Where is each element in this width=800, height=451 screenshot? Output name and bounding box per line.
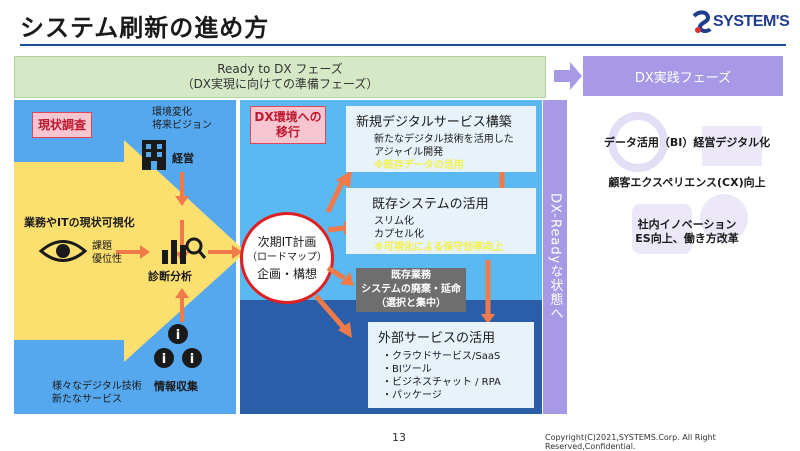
legacy-system-box: 既存業務 システムの廃棄・延命 （選択と集中） — [356, 268, 466, 312]
company-logo-icon — [692, 10, 712, 34]
it-plan-circle: 次期IT計画 （ロードマップ） 企画・構想 — [240, 212, 334, 304]
arrow-to-external — [314, 294, 346, 330]
existing-system-box: 既存システムの活用 スリム化 カプセル化 ※可視化による保守効率向上 — [346, 188, 536, 254]
svg-text:i: i — [162, 352, 166, 367]
arrow-to-legacy — [326, 265, 346, 281]
external-item: ・クラウドサービス/SaaS — [382, 351, 501, 362]
dx-migration-tag: DX環境への 移行 — [250, 106, 326, 144]
right-outcome-item: 顧客エクスペリエンス(CX)向上 — [608, 176, 766, 189]
current-survey-tag: 現状調査 — [32, 112, 92, 138]
analysis-chart-icon — [162, 237, 206, 264]
external-item: ・ビジネスチャット / RPA — [382, 377, 501, 388]
right-outcome-item: データ活用（BI）経営デジタル化 — [603, 136, 771, 149]
management-label: 経営 — [172, 152, 194, 165]
left-diagram-graphics — [14, 140, 246, 362]
new-service-title: 新規デジタルサービス構築 — [356, 115, 512, 130]
svg-text:i: i — [176, 328, 180, 343]
external-service-box: 外部サービスの活用 ・クラウドサービス/SaaS ・BIツール ・ビジネスチャッ… — [368, 322, 534, 408]
page-number: 13 — [392, 431, 406, 444]
copyright-text: Copyright(C)2021,SYSTEMS.Corp. All Right… — [545, 433, 716, 451]
phase-arrow-icon — [554, 62, 582, 90]
background-illustration-icon — [608, 112, 762, 254]
eye-icon — [38, 240, 88, 262]
building-icon — [142, 140, 166, 170]
ready-phase-title: Ready to DX フェーズ — [217, 62, 343, 76]
external-item: ・パッケージ — [382, 390, 442, 401]
right-outcome-item: 社内イノベーション ES向上、働き方改革 — [635, 218, 739, 245]
info-gathering-label: 情報収集 — [154, 380, 198, 393]
digital-tech-label: 様々なデジタル技術 新たなサービス — [52, 381, 142, 405]
dx-ready-bar — [543, 100, 567, 414]
diagnosis-label: 診断分析 — [148, 270, 192, 283]
info-icon: i i i — [154, 324, 202, 368]
title-divider — [20, 44, 786, 46]
ready-to-dx-phase: Ready to DX フェーズ （DX実現に向けての準備フェーズ） — [14, 56, 546, 98]
arrow-to-new-service — [325, 176, 347, 214]
external-service-title: 外部サービスの活用 — [378, 331, 496, 346]
existing-system-title: 既存システムの活用 — [372, 197, 489, 212]
dx-ready-label: DX-Readyな状態へ — [547, 193, 563, 321]
environment-change-label: 環境変化 将来ビジョン — [152, 107, 212, 131]
svg-text:i: i — [190, 352, 194, 367]
new-digital-service-box: 新規デジタルサービス構築 新たなデジタル技術を活用した アジャイル開発 ※既存デ… — [346, 106, 536, 172]
visualize-label: 業務やITの現状可視化 — [24, 216, 135, 229]
ready-phase-subtitle: （DX実現に向けての準備フェーズ） — [181, 77, 379, 91]
logo-text: SYSTEM'S — [713, 13, 790, 30]
external-item: ・BIツール — [382, 364, 432, 375]
page-title: システム刷新の進め方 — [20, 14, 270, 42]
existing-system-highlight: ※可視化による保守効率向上 — [374, 242, 504, 253]
issues-label: 課題 優位性 — [92, 241, 122, 265]
arrow-to-existing — [327, 225, 345, 233]
dx-practice-phase: DX実践フェーズ — [583, 56, 783, 96]
new-service-highlight: ※既存データの活用 — [374, 160, 464, 171]
